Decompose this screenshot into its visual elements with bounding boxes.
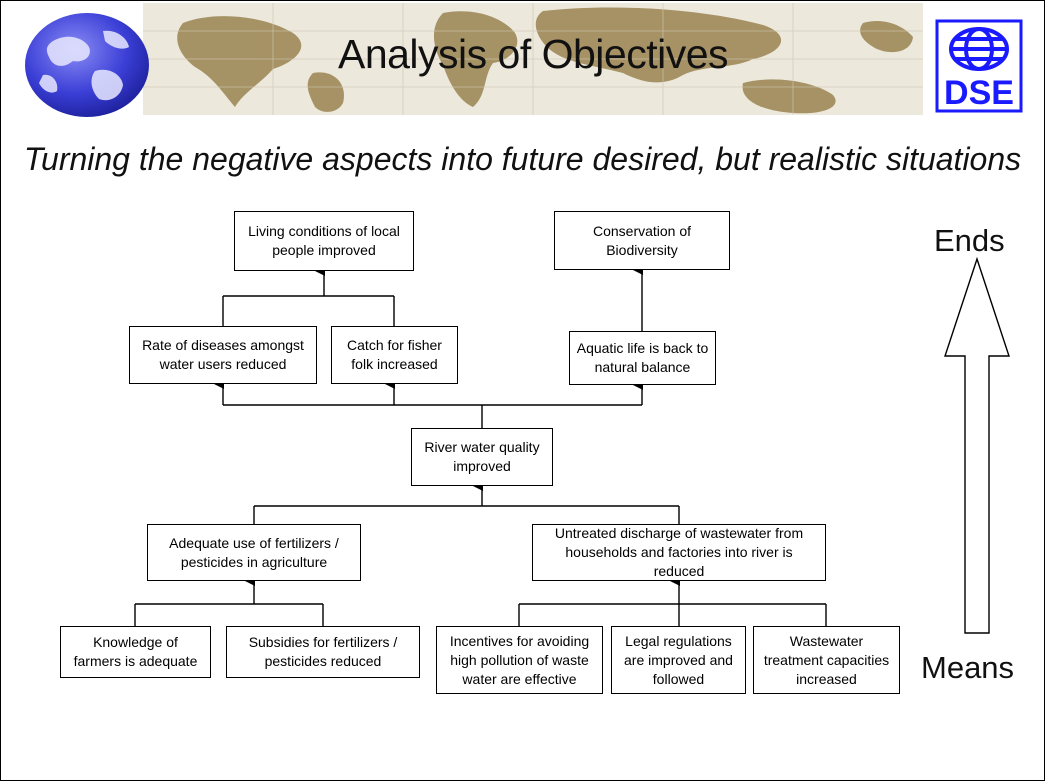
node-discharge: Untreated discharge of wastewater from h… [532, 524, 826, 581]
node-knowledge: Knowledge of farmers is adequate [60, 626, 211, 678]
ends-means-arrow [944, 256, 1010, 634]
node-biodiversity: Conservation of Biodiversity [554, 211, 730, 270]
means-label: Means [921, 650, 1015, 685]
globe-icon [25, 13, 149, 117]
node-subsidies: Subsidies for fertilizers / pesticides r… [226, 626, 420, 678]
node-catch: Catch for fisher folk increased [331, 326, 458, 384]
slide-subtitle: Turning the negative aspects into future… [23, 141, 1022, 177]
node-treatment: Wastewater treatment capacities increase… [753, 626, 900, 694]
node-river: River water quality improved [411, 428, 553, 486]
node-aquatic: Aquatic life is back to natural balance [569, 331, 716, 385]
node-living-conditions: Living conditions of local people improv… [234, 211, 414, 271]
node-legal: Legal regulations are improved and follo… [611, 626, 746, 694]
node-fertilizers: Adequate use of fertilizers / pesticides… [147, 524, 361, 581]
node-diseases: Rate of diseases amongst water users red… [129, 326, 317, 384]
ends-label: Ends [934, 223, 1005, 258]
slide-title: Analysis of Objectives [337, 31, 729, 77]
node-incentives: Incentives for avoiding high pollution o… [436, 626, 603, 694]
logo-text: DSE [944, 74, 1014, 112]
world-map-banner [143, 3, 923, 115]
dse-logo: DSE [935, 19, 1023, 113]
